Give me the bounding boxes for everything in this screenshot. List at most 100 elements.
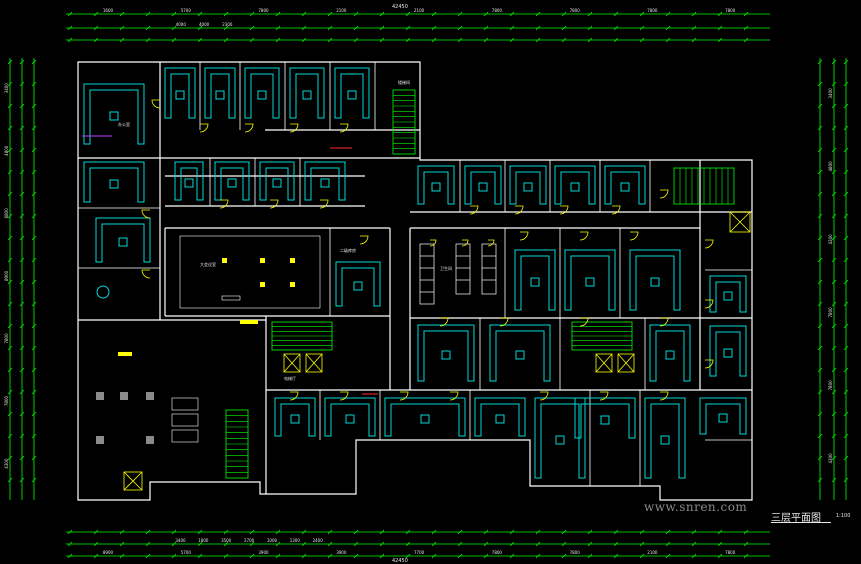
dimension-text: 1300 (290, 538, 301, 543)
door (141, 209, 151, 219)
dimension-text: 7800 (4, 396, 9, 407)
desk (464, 165, 502, 205)
dimension-text: 7800 (828, 380, 833, 391)
drawing-scale: 1:100 (836, 513, 851, 519)
desk (474, 397, 526, 437)
desk (259, 161, 295, 201)
desk (214, 161, 250, 201)
chair (515, 350, 525, 360)
door (461, 239, 469, 247)
desk (204, 67, 236, 119)
dimension-text: 1800 (198, 538, 209, 543)
desk (509, 165, 547, 205)
dimension-text: 7800 (570, 550, 581, 555)
door (439, 317, 449, 327)
dimension-text: 7800 (725, 550, 736, 555)
furniture-layout (83, 67, 747, 479)
hatch-marks (82, 135, 378, 395)
dimension-text: 2100 (414, 8, 425, 13)
room-label: 卫生间 (440, 265, 452, 271)
desk (649, 324, 691, 382)
drawing-title: 三层平面图 (771, 513, 821, 524)
chair (570, 182, 580, 192)
overall-dim-bottom: 42450 (392, 558, 408, 564)
chair (620, 182, 630, 192)
door (151, 99, 161, 109)
chair (227, 178, 237, 188)
lobby-fixtures (96, 392, 154, 444)
dimension-text: 2100 (336, 8, 347, 13)
door (579, 317, 589, 327)
door (629, 231, 639, 241)
watermark: www.snren.com (644, 500, 748, 514)
desk (514, 249, 556, 311)
desk (709, 275, 747, 313)
desk (709, 325, 747, 377)
dimension-text: 7800 (725, 8, 736, 13)
desk (384, 397, 466, 437)
door (539, 391, 549, 401)
dimension-text: 4300 (4, 458, 9, 469)
door (319, 199, 329, 209)
dimension-text: 2700 (244, 538, 255, 543)
chair (431, 182, 441, 192)
chair (215, 90, 225, 100)
desk (83, 83, 145, 145)
chair (660, 435, 670, 445)
desk (417, 324, 475, 382)
dimension-text: 3900 (258, 550, 269, 555)
door-swings (141, 99, 714, 401)
chair (723, 348, 733, 358)
door (514, 205, 524, 215)
chair (665, 350, 675, 360)
chair (175, 90, 185, 100)
chair (585, 277, 595, 287)
chair (257, 90, 267, 100)
dimension-text: 7800 (828, 307, 833, 318)
dimension-text: 5700 (181, 8, 192, 13)
chair (109, 111, 119, 121)
dimension-text: 3400 (175, 538, 186, 543)
desk (83, 161, 145, 203)
chair (555, 435, 565, 445)
building-walls (77, 61, 753, 501)
dimension-ticks (7, 11, 849, 559)
door (611, 205, 621, 215)
dimension-text: 7800 (492, 550, 503, 555)
dimension-text: 7800 (570, 8, 581, 13)
desk (95, 217, 151, 263)
dimension-text: 7800 (4, 333, 9, 344)
chair (600, 415, 610, 425)
desk (289, 67, 325, 119)
dimension-lines (9, 13, 847, 557)
room-label: 二级库房 (340, 247, 356, 253)
dimension-text: 7700 (414, 550, 425, 555)
room-label: 办公室 (118, 121, 130, 127)
dimension-text: 3500 (221, 538, 232, 543)
chair (347, 90, 357, 100)
desk (335, 261, 381, 307)
door (469, 205, 479, 215)
overall-dim-top: 42450 (392, 4, 408, 10)
desk (244, 67, 280, 119)
desk (554, 165, 596, 205)
lobby-sofa-set (171, 397, 199, 443)
dimension-text: 7800 (647, 8, 658, 13)
chair (353, 281, 363, 291)
dimension-text: 5700 (181, 550, 192, 555)
door (359, 235, 369, 245)
chair (302, 90, 312, 100)
door (499, 317, 509, 327)
chair (320, 178, 330, 188)
stair-treads (226, 95, 729, 473)
desk (574, 397, 636, 439)
title-underline (771, 522, 831, 523)
door (289, 391, 299, 401)
door (399, 391, 409, 401)
room-label: 电梯厅 (284, 375, 296, 381)
dimension-text: 4300 (828, 453, 833, 464)
chair (495, 414, 505, 424)
door (449, 391, 459, 401)
door (579, 231, 589, 241)
